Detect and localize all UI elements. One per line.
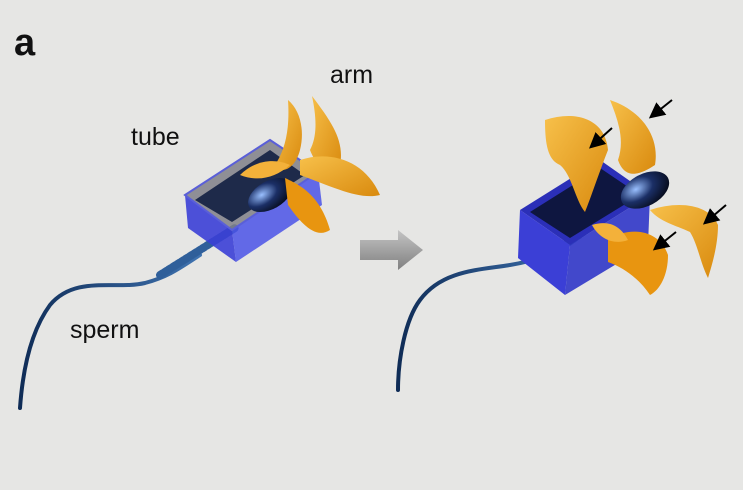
left-assembly: [18, 96, 380, 410]
left-arms: [240, 96, 380, 233]
right-sperm-head: [620, 171, 670, 209]
label-arm: arm: [330, 61, 374, 89]
label-tube: tube: [131, 123, 180, 151]
arrow-indicator-2: [648, 99, 673, 119]
arrow-indicator-3: [702, 204, 727, 225]
label-sperm: sperm: [70, 316, 140, 344]
left-sperm-head: [248, 177, 292, 213]
right-assembly: [396, 99, 727, 392]
arrow-indicator-4: [652, 231, 677, 251]
force-arrows: [589, 99, 727, 251]
panel-letter: a: [14, 22, 36, 64]
transition-arrow: [360, 230, 423, 270]
arrow-indicator-1: [589, 127, 613, 149]
